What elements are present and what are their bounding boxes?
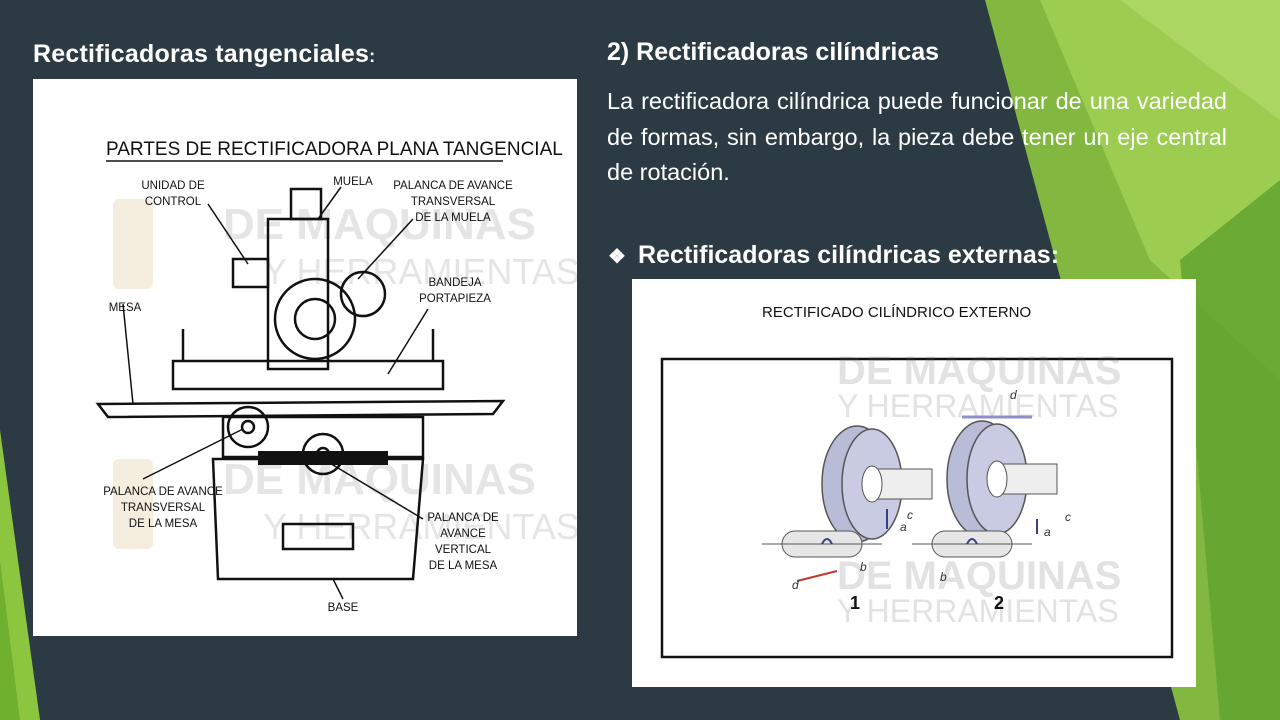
label-c-2: c (1065, 510, 1071, 524)
label-palanca-muela-1: PALANCA DE AVANCE (393, 180, 513, 192)
label-palanca-vertical-2: AVANCE (440, 528, 486, 540)
diamond-bullet-icon: ❖ (608, 246, 626, 268)
diagram-heading: PARTES DE RECTIFICADORA PLANA TANGENCIAL (106, 139, 563, 160)
label-unidad-control-2: CONTROL (145, 196, 202, 208)
watermark-line1: DE MAQUINAS (223, 200, 536, 249)
bullet-heading: ❖Rectificadoras cilíndricas externas: (608, 241, 1060, 269)
label-base: BASE (328, 602, 359, 614)
label-muela: MUELA (333, 176, 373, 188)
label-palanca-mesa-1: PALANCA DE AVANCE (103, 486, 223, 498)
label-palanca-muela-2: TRANSVERSAL (411, 196, 496, 208)
watermark-line2-b: Y HERRAMIENTAS (263, 506, 577, 547)
watermark-right-1: DE MAQUINAS (837, 349, 1121, 393)
label-palanca-mesa-2: TRANSVERSAL (121, 502, 206, 514)
label-number-2: 2 (994, 593, 1004, 613)
label-b-2: b (940, 570, 947, 584)
label-palanca-vertical-4: DE LA MESA (429, 560, 498, 572)
label-bandeja-2: PORTAPIEZA (419, 293, 491, 305)
label-palanca-vertical-1: PALANCA DE (427, 512, 499, 524)
label-mesa: MESA (109, 302, 142, 314)
cylindrical-grinding-diagram: RECTIFICADO CILÍNDRICO EXTERNO DE MAQUIN… (632, 279, 1196, 687)
label-a-2: a (1044, 525, 1051, 539)
label-bandeja-1: BANDEJA (428, 277, 481, 289)
surface-grinder-diagram: DE MAQUINAS Y HERRAMIENTAS DE MAQUINAS Y… (33, 79, 580, 636)
watermark-line2: Y HERRAMIENTAS (263, 251, 577, 292)
watermark-right-3: DE MAQUINAS (837, 554, 1121, 598)
label-d-1: d (792, 578, 799, 592)
label-a-1: a (900, 520, 907, 534)
description-paragraph: La rectificadora cilíndrica puede funcio… (607, 88, 1227, 185)
diagram-heading-right: RECTIFICADO CILÍNDRICO EXTERNO (762, 304, 1031, 321)
label-d-2: d (1010, 388, 1017, 402)
left-title: Rectificadoras tangenciales: (33, 40, 376, 68)
label-palanca-muela-3: DE LA MUELA (415, 212, 491, 224)
watermark-right-4: Y HERRAMIENTAS (837, 593, 1119, 629)
section-title: 2) Rectificadoras cilíndricas (607, 38, 940, 66)
label-c-1: c (907, 508, 913, 522)
label-number-1: 1 (850, 593, 860, 613)
label-b-1: b (860, 560, 867, 574)
label-palanca-vertical-3: VERTICAL (435, 544, 492, 556)
label-palanca-mesa-3: DE LA MESA (129, 518, 198, 530)
watermark-right-2: Y HERRAMIENTAS (837, 388, 1119, 424)
label-unidad-control-1: UNIDAD DE (141, 180, 205, 192)
